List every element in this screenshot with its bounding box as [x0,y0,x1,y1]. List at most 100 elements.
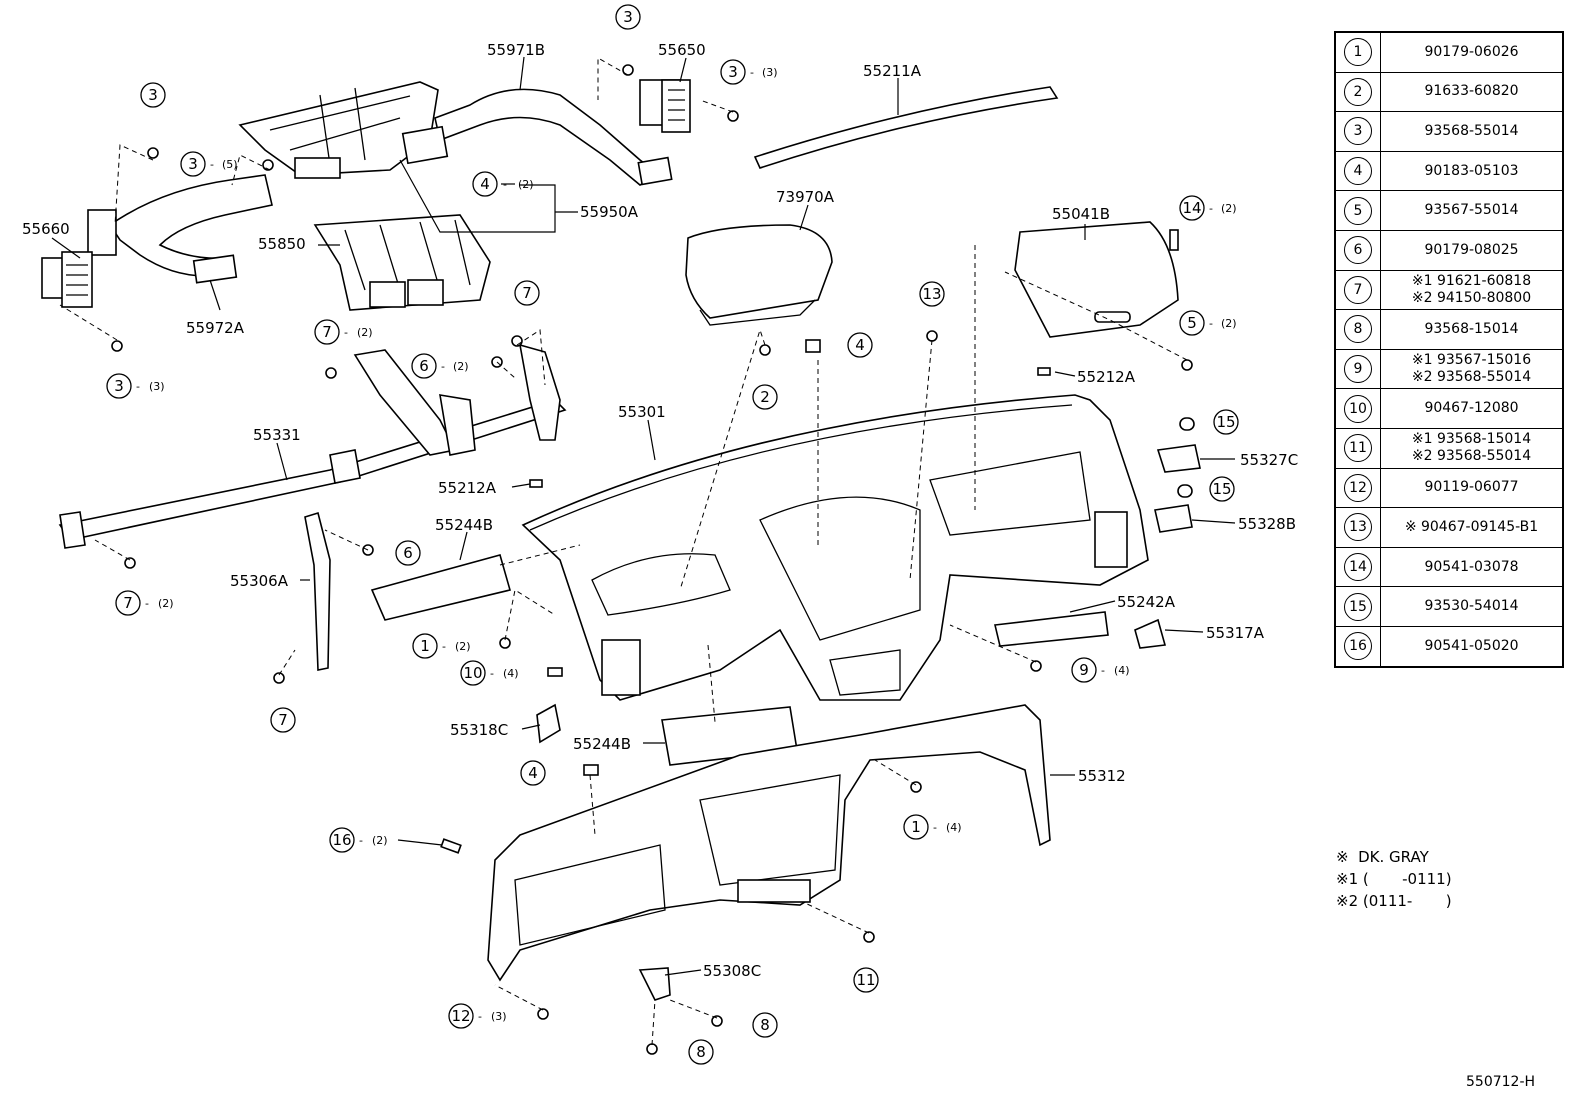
center-register-drawing [313,214,491,311]
svg-text:1: 1 [420,637,430,655]
legend-row: ※1 ( -0111) [1336,870,1452,888]
ref-number-circle: 11 [1344,434,1372,463]
parts-table-number-cell: ※1 93567-15016※2 93568-55014 [1380,348,1564,390]
parts-table-row: 9 ※1 93567-15016※2 93568-55014 [1334,348,1564,390]
svg-text:2: 2 [760,388,770,406]
legend-row: ※2 (0111- ) [1336,892,1452,910]
callout-14: 14 - (2) [1179,195,1237,221]
svg-text:(2): (2) [455,640,471,653]
callout-3-top-right: 3 - (3) [720,59,778,85]
parts-table-number-cell: 90541-05020 [1380,625,1564,668]
svg-text:15: 15 [1216,413,1235,431]
svg-text:3: 3 [623,8,633,26]
part-number-text: 90179-08025 [1424,241,1519,258]
lower-panel-drawing [487,704,1051,982]
parts-table-row: 15 93530-54014 [1334,586,1564,627]
label-55244B-left: 55244B [435,516,493,534]
callout-5: 5 - (2) [1179,310,1237,336]
parts-table-number-cell: 90541-03078 [1380,546,1564,588]
parts-table-number-cell: ※1 91621-60818※2 94150-80800 [1380,269,1564,311]
svg-text:14: 14 [1182,199,1201,217]
parts-table-row: 13※ 90467-09145-B1 [1334,507,1564,548]
callout-9: 9 - (4) [1071,657,1130,683]
part-number-text: 90541-05020 [1424,637,1519,654]
part-number-text: ※1 91621-60818 [1411,272,1532,289]
part-number-text: 93568-55014 [1424,122,1519,139]
svg-text:16: 16 [332,831,351,849]
part-number-text: 91633-60820 [1424,83,1519,100]
callout-8-bottom: 8 [688,1039,714,1065]
label-55306A: 55306A [230,572,289,590]
parts-table-number-cell: 93568-55014 [1380,111,1564,152]
parts-table-number-cell: ※ 90467-09145-B1 [1380,507,1564,548]
svg-text:-: - [1209,202,1213,215]
parts-table-ref-cell: 2 [1334,71,1381,113]
parts-table-number-cell: 91633-60820 [1380,71,1564,113]
svg-text:-: - [136,380,140,393]
label-55318C: 55318C [450,721,508,739]
parts-table-ref-cell: 1 [1334,31,1381,73]
ref-number-circle: 9 [1344,355,1372,384]
ref-number-circle: 4 [1344,157,1372,186]
parts-table-number-cell: 90179-08025 [1380,229,1564,271]
label-55328B: 55328B [1238,515,1296,533]
callout-7-beam: 7 - (2) [115,590,174,616]
label-55308C: 55308C [703,962,761,980]
callout-13: 13 [919,281,945,307]
parts-table-ref-cell: 4 [1334,150,1381,192]
parts-table-ref-cell: 16 [1334,625,1381,668]
svg-text:-: - [442,640,446,653]
part-number-text: 93530-54014 [1424,598,1519,615]
ref-number-circle: 8 [1344,315,1372,344]
label-55950A: 55950A [580,203,639,221]
ref-number-circle: 12 [1344,473,1372,502]
part-number-text-alt: ※2 93568-55014 [1411,448,1532,465]
parts-table-row: 7※1 91621-60818※2 94150-80800 [1334,269,1564,311]
svg-text:-: - [210,158,214,171]
ref-number-circle: 10 [1344,394,1372,423]
label-55971B: 55971B [487,41,545,59]
glove-compartment-door-drawing [1014,221,1179,338]
svg-text:(2): (2) [357,326,373,339]
label-55327C: 55327C [1240,451,1298,469]
side-duct-left-drawing [87,174,273,284]
part-number-text: 90179-06026 [1424,43,1519,60]
svg-text:(2): (2) [1221,317,1237,330]
part-number-text-alt: ※2 94150-80800 [1411,289,1532,306]
parts-table-row: 16 90541-05020 [1334,625,1564,668]
callout-2-airbag: 2 [752,384,778,410]
parts-table-row: 10 90467-12080 [1334,388,1564,429]
part-number-text: 90119-06077 [1424,479,1519,496]
parts-table-ref-cell: 12 [1334,467,1381,509]
color-legend: ※ DK. GRAY ※1 ( -0111) ※2 (0111- ) [1336,846,1452,912]
instrument-panel-brace-drawing [304,511,331,671]
ref-number-circle: 1 [1344,38,1372,67]
svg-text:-: - [145,597,149,610]
part-number-text: 90467-12080 [1424,400,1519,417]
svg-text:(2): (2) [518,178,534,191]
callout-8-right: 8 [752,1012,778,1038]
part-number-text-alt: ※2 93568-55014 [1411,369,1532,386]
svg-text:4: 4 [528,764,538,782]
part-number-text: ※ 90467-09145-B1 [1404,518,1539,535]
callout-4-clip: 4 [847,332,873,358]
callout-6-side: 6 [395,540,421,566]
dashed-install-lines [59,57,1188,1046]
svg-text:-: - [490,667,494,680]
svg-text:7: 7 [322,323,332,341]
parts-table-number-cell: 93567-55014 [1380,190,1564,231]
callout-10: 10 - (4) [460,660,519,686]
parts-table-row: 11※1 93568-15014※2 93568-55014 [1334,427,1564,469]
parts-table-ref-cell: 15 [1334,586,1381,627]
label-55301: 55301 [618,403,666,421]
label-55211A: 55211A [863,62,922,80]
label-55312: 55312 [1078,767,1126,785]
svg-text:7: 7 [123,594,133,612]
svg-text:(2): (2) [453,360,469,373]
svg-text:-: - [1209,317,1213,330]
svg-text:-: - [441,360,445,373]
